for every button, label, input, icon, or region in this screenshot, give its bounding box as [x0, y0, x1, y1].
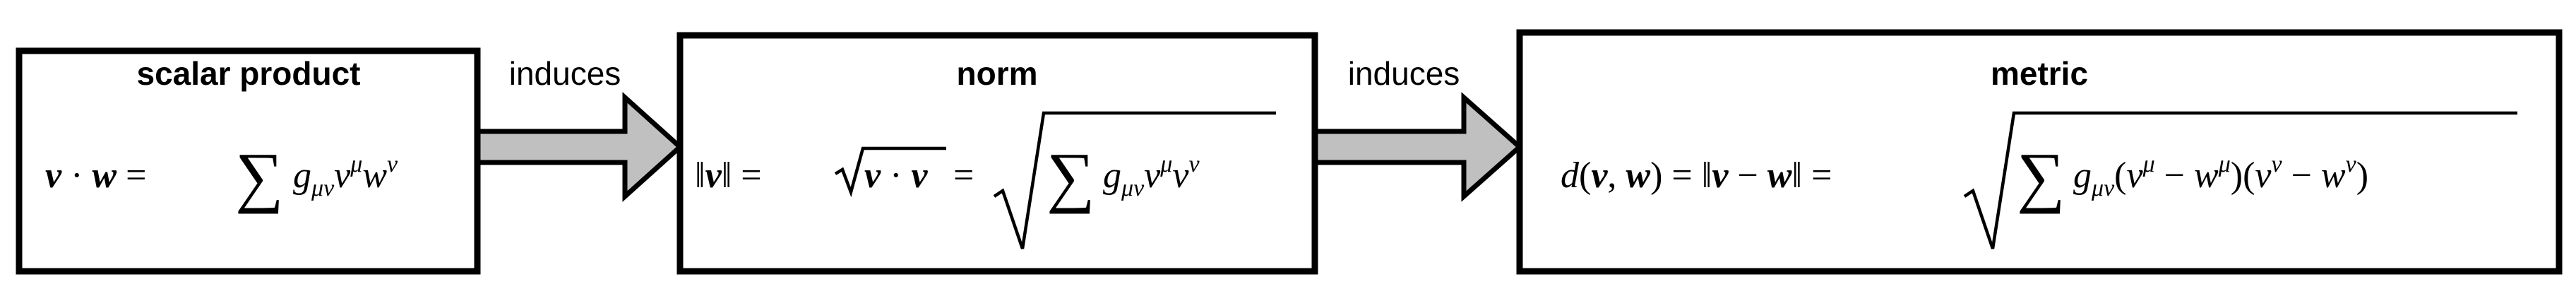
svg-text:=: = [953, 155, 974, 196]
node-formula: d(v, w) = ‖v − w‖ = ∑ gμν(vμ − wμ)(vν − … [1561, 111, 2517, 249]
svg-text:gμνvμvν: gμνvμvν [1103, 151, 1200, 201]
svg-text:v · v: v · v [864, 155, 928, 196]
svg-text:‖v‖ =: ‖v‖ = [695, 155, 762, 196]
edge-label-induces-2: induces [1348, 55, 1460, 92]
radical-sign-2 [993, 111, 1276, 249]
svg-text:gμν(vμ − wμ)(vν − wν): gμν(vμ − wμ)(vν − wν) [2073, 151, 2368, 201]
sum-symbol: ∑ [235, 138, 283, 214]
node-norm: norm ‖v‖ = v · v = ∑ gμνvμvν [676, 32, 1318, 275]
node-title: metric [1991, 55, 2088, 92]
node-box [676, 32, 1318, 275]
sum-symbol: ∑ [2017, 138, 2065, 214]
node-metric: metric d(v, w) = ‖v − w‖ = ∑ gμν(vμ − wμ… [1516, 29, 2563, 275]
edge-label-induces-1: induces [509, 55, 621, 92]
svg-text:d(v, w) = ‖v − w‖ =: d(v, w) = ‖v − w‖ = [1561, 155, 1832, 196]
radical-sign [1963, 111, 2517, 249]
node-title: norm [957, 55, 1038, 92]
node-box [1516, 29, 2563, 275]
node-formula: ‖v‖ = v · v = ∑ gμνvμvν [695, 111, 1276, 249]
arrow-norm-to-metric [1312, 92, 1524, 202]
sum-symbol: ∑ [1046, 138, 1095, 214]
node-scalar-product: scalar product v · w = ∑ gμνvμwν [16, 47, 481, 275]
svg-text:v · w =: v · w = [45, 155, 146, 196]
node-formula: v · w = ∑ gμνvμwν [45, 138, 398, 214]
arrow-scalar-to-norm [475, 92, 684, 202]
svg-text:gμνvμwν: gμνvμwν [293, 151, 398, 201]
node-title: scalar product [137, 55, 361, 92]
radical-sign-1 [834, 146, 946, 198]
node-box [16, 47, 481, 275]
